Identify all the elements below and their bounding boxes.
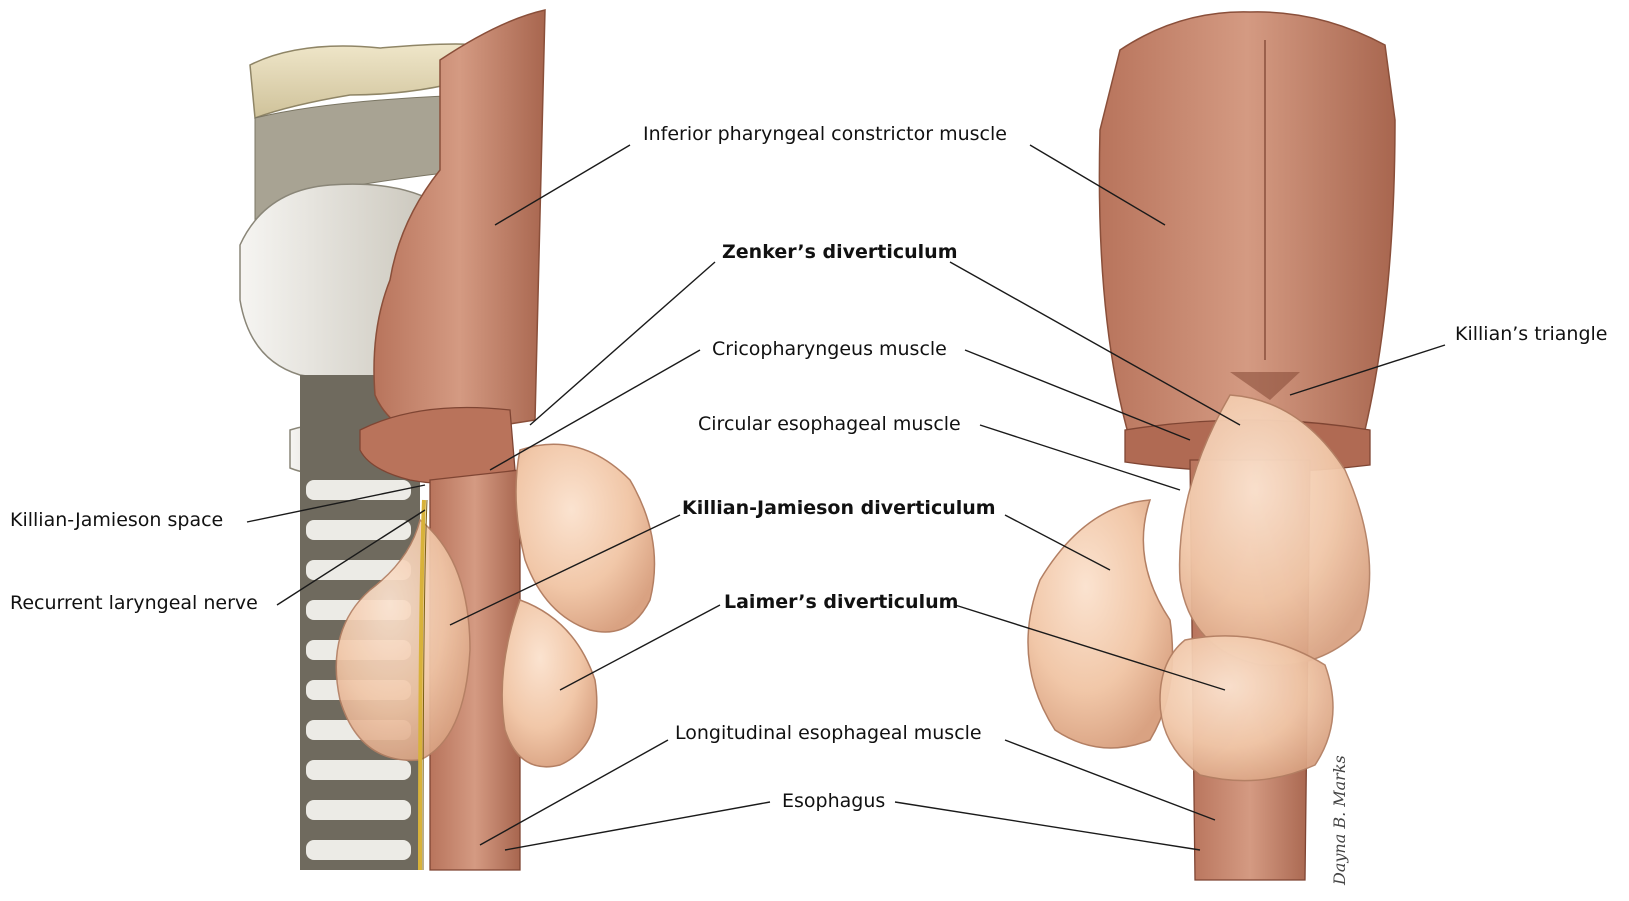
artist-signature: Dayna B. Marks bbox=[1330, 755, 1349, 886]
label-esophagus: Esophagus bbox=[782, 790, 885, 812]
label-cricopharyngeus-muscle: Cricopharyngeus muscle bbox=[712, 338, 947, 360]
label-killians-triangle: Killian’s triangle bbox=[1455, 323, 1608, 345]
label-inferior-pharyngeal-constrictor: Inferior pharyngeal constrictor muscle bbox=[643, 123, 1007, 145]
label-longitudinal-esophageal-muscle: Longitudinal esophageal muscle bbox=[675, 722, 982, 744]
lateral-view bbox=[240, 10, 655, 870]
posterior-view bbox=[1028, 12, 1395, 880]
label-laimers-diverticulum: Laimer’s diverticulum bbox=[724, 591, 958, 613]
zenkers-diverticulum-lateral bbox=[516, 444, 655, 632]
label-zenkers-diverticulum: Zenker’s diverticulum bbox=[722, 241, 958, 263]
label-killian-jamieson-space: Killian-Jamieson space bbox=[10, 509, 223, 531]
laimers-diverticulum-posterior bbox=[1160, 636, 1333, 781]
label-recurrent-laryngeal-nerve: Recurrent laryngeal nerve bbox=[10, 592, 258, 614]
killian-jamieson-diverticulum-posterior bbox=[1028, 500, 1173, 748]
label-killian-jamieson-diverticulum: Killian-Jamieson diverticulum bbox=[682, 497, 996, 519]
label-circular-esophageal-muscle: Circular esophageal muscle bbox=[698, 413, 961, 435]
